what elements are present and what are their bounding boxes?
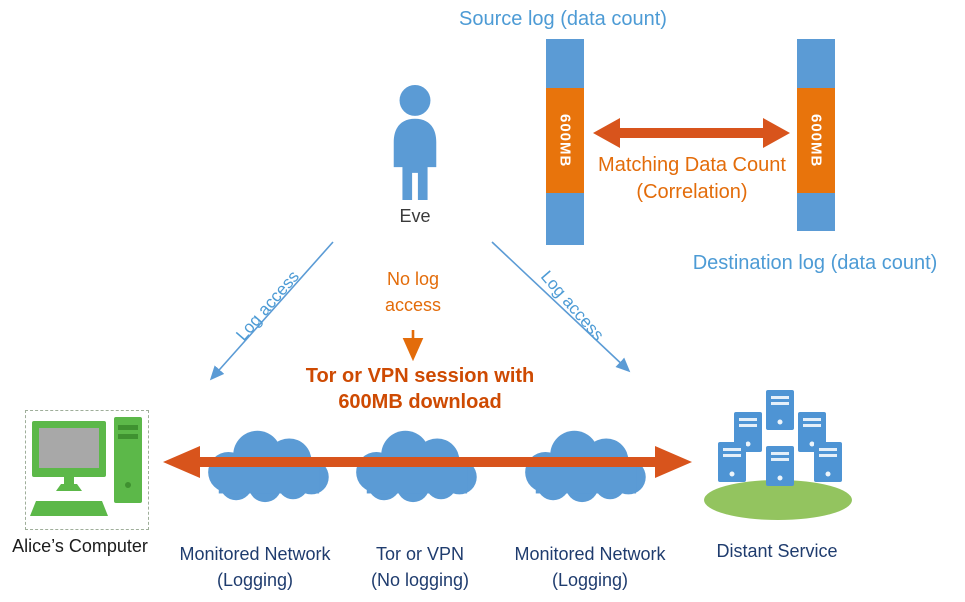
session-label: Tor or VPN session with 600MB download — [275, 363, 565, 415]
eve-person-icon — [386, 82, 444, 202]
matching-data-count-label: Matching Data Count (Correlation) — [567, 152, 817, 206]
source-log-value: 600MB — [556, 113, 574, 168]
log-access-left-label: Log access — [232, 266, 304, 345]
source-log-bar: 600MB — [546, 39, 584, 245]
destination-log-label: Destination log (data count) — [692, 252, 938, 274]
cloud-label-line: (Logging) — [551, 570, 629, 591]
no-log-line1: No log — [386, 269, 440, 289]
cloud-icon-tor-vpn — [346, 424, 484, 506]
matching-line1: Matching Data Count — [598, 154, 786, 176]
cloud-label-line: Monitored Network — [179, 544, 331, 564]
monitored-network-left-label: Monitored Network (Logging) — [165, 541, 345, 593]
alice-computer-label: Alice’s Computer — [12, 536, 148, 556]
no-log-line2: access — [384, 295, 442, 316]
correlation-arrow — [593, 118, 790, 148]
destination-log-600mb-segment: 600MB — [797, 88, 835, 193]
eve-label: Eve — [399, 206, 431, 226]
distant-service-label: Distant Service — [716, 541, 838, 561]
computer-icon — [25, 410, 149, 530]
cloud-label-line: Monitored Network — [514, 544, 666, 564]
session-line1: Tor or VPN session with — [305, 365, 535, 387]
monitored-network-right-label: Monitored Network (Logging) — [500, 541, 680, 593]
source-log-label: Source log (data count) — [459, 8, 667, 30]
log-access-right-label: Log access — [536, 266, 608, 345]
destination-log-bar: 600MB — [797, 39, 835, 231]
tor-vpn-label: Tor or VPN (No logging) — [340, 541, 500, 593]
cloud-label-line: (Logging) — [216, 570, 294, 591]
server-stack-icon — [700, 390, 860, 522]
cloud-label-line: (No logging) — [370, 570, 470, 591]
source-log-600mb-segment: 600MB — [546, 88, 584, 193]
cloud-icon-monitored-left — [198, 424, 336, 506]
session-line2: 600MB download — [338, 391, 502, 413]
cloud-icon-monitored-right — [515, 424, 653, 506]
matching-line2: (Correlation) — [636, 181, 748, 203]
cloud-label-line: Tor or VPN — [375, 544, 465, 564]
no-log-access-label: No log access — [360, 266, 466, 318]
destination-log-value: 600MB — [807, 113, 825, 168]
